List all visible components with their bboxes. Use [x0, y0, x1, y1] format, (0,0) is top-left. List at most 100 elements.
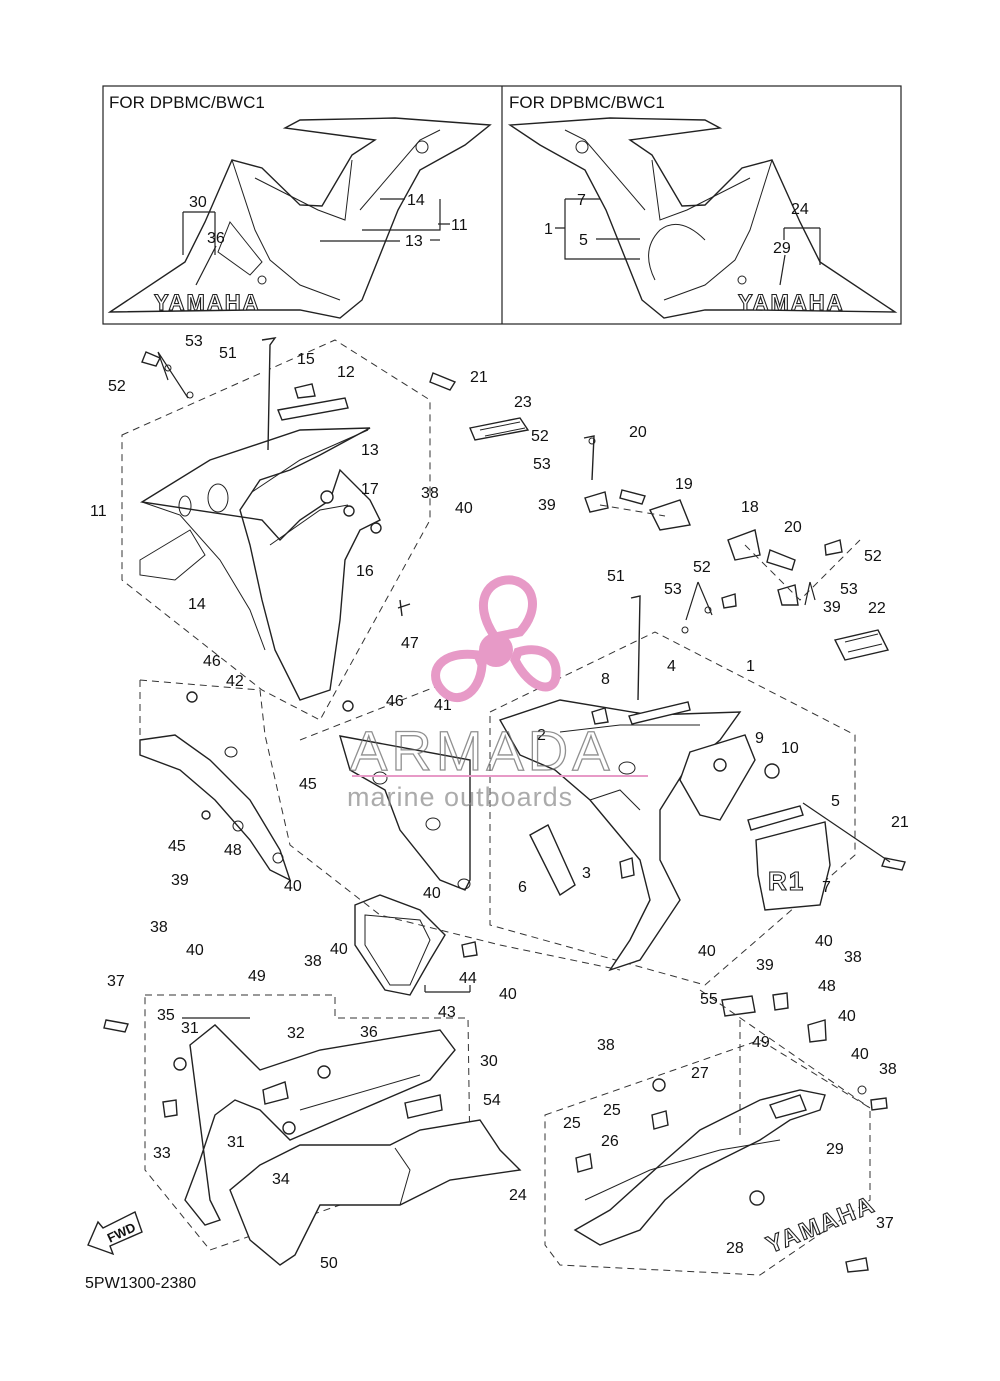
callout-17: 17 [361, 481, 379, 498]
callout-27: 27 [691, 1065, 709, 1082]
callout-38: 38 [844, 949, 862, 966]
callout-45: 45 [299, 776, 317, 793]
callout-39: 39 [823, 599, 841, 616]
callout-31: 31 [227, 1134, 245, 1151]
callout-9: 9 [755, 730, 764, 747]
callout-37: 37 [876, 1215, 894, 1232]
inset-right-fairing: YAMAHA [507, 117, 898, 319]
callout-15: 15 [297, 351, 315, 368]
callout-16: 16 [356, 563, 374, 580]
callout-labels: 30 36 14 13 11 7 1 5 24 29 51 53 52 15 1… [90, 192, 909, 1272]
callout-35: 35 [157, 1007, 175, 1024]
callout-40: 40 [423, 885, 441, 902]
lower-right-cowl: YAMAHA [544, 989, 888, 1276]
callout-30-inset: 30 [189, 194, 207, 211]
callout-54: 54 [483, 1092, 501, 1109]
callout-40: 40 [455, 500, 473, 517]
svg-text:YAMAHA: YAMAHA [763, 1191, 880, 1259]
callout-41: 41 [434, 697, 452, 714]
callout-21: 21 [891, 814, 909, 831]
callout-40: 40 [698, 943, 716, 960]
callout-38: 38 [421, 485, 439, 502]
callout-48: 48 [224, 842, 242, 859]
callout-40: 40 [330, 941, 348, 958]
callout-42: 42 [226, 673, 244, 690]
callout-47: 47 [401, 635, 419, 652]
callout-8: 8 [601, 671, 610, 688]
callout-33: 33 [153, 1145, 171, 1162]
main-fairing-assembly: R1 [489, 631, 906, 986]
callout-53: 53 [840, 581, 858, 598]
callout-31: 31 [181, 1020, 199, 1037]
callout-5-inset: 5 [579, 232, 588, 249]
callout-53: 53 [533, 456, 551, 473]
callout-46: 46 [203, 653, 221, 670]
callout-12: 12 [337, 364, 355, 381]
callout-5: 5 [831, 793, 840, 810]
inset-right-title: FOR DPBMC/BWC1 [509, 93, 665, 112]
callout-43: 43 [438, 1004, 456, 1021]
callout-51: 51 [219, 345, 237, 362]
callout-36-inset: 36 [207, 230, 225, 247]
svg-text:R1: R1 [768, 866, 805, 896]
inset-right-logo: YAMAHA [738, 290, 845, 315]
callout-7-inset: 7 [577, 192, 586, 209]
callout-52: 52 [531, 428, 549, 445]
watermark: ARMADA marine outboards [347, 575, 648, 812]
callout-20: 20 [629, 424, 647, 441]
callout-11: 11 [90, 503, 107, 520]
callout-13-inset: 13 [405, 233, 423, 250]
callout-24-inset: 24 [791, 201, 809, 218]
inset-left-fairing: YAMAHA [107, 117, 492, 319]
callout-13: 13 [361, 442, 379, 459]
inset-left-logo: YAMAHA [154, 290, 261, 315]
callout-39: 39 [538, 497, 556, 514]
callout-51: 51 [607, 568, 625, 585]
callout-24: 24 [509, 1187, 527, 1204]
callout-52: 52 [693, 559, 711, 576]
callout-44: 44 [459, 970, 477, 987]
figure-code: 5PW1300-2380 [85, 1275, 196, 1292]
callout-46: 46 [386, 693, 404, 710]
callout-32: 32 [287, 1025, 305, 1042]
callout-40: 40 [838, 1008, 856, 1025]
callout-3: 3 [582, 865, 591, 882]
callout-37: 37 [107, 973, 125, 990]
callout-53: 53 [185, 333, 203, 350]
right-brackets [157, 351, 890, 701]
callout-34: 34 [272, 1171, 290, 1188]
upper-fairing-assembly [121, 337, 457, 721]
callout-25: 25 [563, 1115, 581, 1132]
callout-19: 19 [675, 476, 693, 493]
callout-49: 49 [248, 968, 266, 985]
callout-36: 36 [360, 1024, 378, 1041]
callout-1-inset: 1 [544, 221, 553, 238]
callout-22: 22 [868, 600, 886, 617]
watermark-tagline: marine outboards [347, 782, 573, 812]
callout-6: 6 [518, 879, 527, 896]
callout-29: 29 [826, 1141, 844, 1158]
callout-26: 26 [601, 1133, 619, 1150]
callout-38: 38 [879, 1061, 897, 1078]
callout-49: 49 [752, 1034, 770, 1051]
callout-4: 4 [667, 658, 676, 675]
fwd-arrow: FWD [87, 1211, 143, 1256]
callout-18: 18 [741, 499, 759, 516]
callout-14-inset: 14 [407, 192, 425, 209]
callout-29-inset: 29 [773, 240, 791, 257]
callout-1: 1 [746, 658, 755, 675]
callout-38: 38 [597, 1037, 615, 1054]
inset-panel: FOR DPBMC/BWC1 FOR DPBMC/BWC1 YAMAHA YAM… [102, 85, 902, 325]
callout-40: 40 [851, 1046, 869, 1063]
callout-52: 52 [108, 378, 126, 395]
callout-39: 39 [756, 957, 774, 974]
callout-45: 45 [168, 838, 186, 855]
callout-23: 23 [514, 394, 532, 411]
callout-39: 39 [171, 872, 189, 889]
callout-53: 53 [664, 581, 682, 598]
callout-55: 55 [700, 991, 718, 1008]
propeller-logo [431, 575, 561, 703]
callout-40: 40 [186, 942, 204, 959]
callout-10: 10 [781, 740, 799, 757]
